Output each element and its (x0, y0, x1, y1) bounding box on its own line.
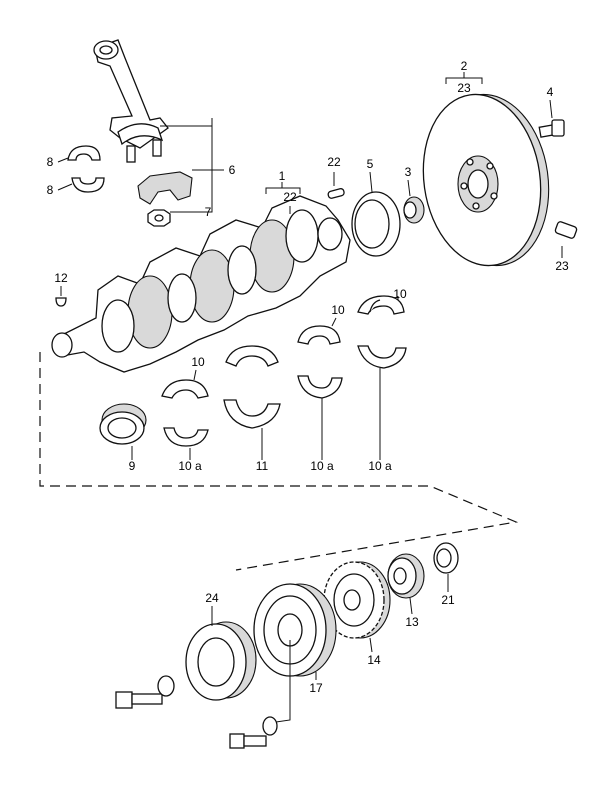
callout-22-crank: 22 (283, 190, 297, 204)
rear-oil-seal (351, 191, 401, 257)
callout-13: 13 (405, 615, 419, 629)
main-bearing-10a-lower-1 (163, 427, 209, 447)
main-bearing-10-upper-4 (369, 299, 381, 313)
callout-17: 17 (309, 681, 323, 695)
callout-10-fourth: 10 (393, 287, 407, 301)
callout-5: 5 (367, 157, 374, 171)
pilot-bearing (403, 196, 425, 224)
callout-14: 14 (367, 653, 381, 667)
flywheel (422, 93, 550, 267)
thrust-bearing-11-upper (225, 345, 279, 367)
callout-10-first: 10 (191, 355, 205, 369)
bearing-shell-8-upper (67, 145, 101, 161)
callout-24: 24 (205, 591, 219, 605)
callout-8-lower: 8 (47, 183, 54, 197)
callout-1: 1 (279, 169, 286, 183)
spacer-washer-21 (433, 542, 459, 574)
callout-7: 7 (205, 205, 212, 219)
callout-21: 21 (441, 593, 455, 607)
timing-gear-14 (323, 561, 391, 639)
pulley-bolt-lower (229, 716, 278, 749)
pulley-bolt-upper (115, 675, 175, 709)
callout-10a-second: 10 a (310, 459, 334, 473)
callout-9: 9 (129, 459, 136, 473)
callout-10a-third: 10 a (368, 459, 392, 473)
callout-8-upper: 8 (47, 155, 54, 169)
main-bearing-10-upper-3 (357, 295, 405, 315)
callout-6: 6 (229, 163, 236, 177)
callout-2: 2 (461, 59, 468, 73)
main-bearing-10-upper-2 (297, 325, 341, 345)
crankshaft-pulley-17 (253, 583, 337, 677)
conrod-nut (147, 209, 171, 227)
callout-23-flywheel: 23 (457, 81, 471, 95)
main-bearing-10a-lower-2 (297, 375, 343, 399)
assembly-axis-line (39, 352, 519, 571)
sprocket-13 (387, 553, 425, 599)
woodruff-key (55, 297, 67, 307)
callout-22-pin: 22 (327, 155, 341, 169)
bearing-shell-8-lower (71, 177, 105, 193)
vibration-damper-24 (185, 621, 257, 701)
main-bearing-10a-lower-3 (357, 345, 407, 369)
callout-11: 11 (256, 459, 269, 473)
main-bearing-10-upper-1 (161, 379, 209, 399)
dowel-pin (554, 221, 578, 239)
crankshaft (51, 195, 351, 373)
callout-3: 3 (405, 165, 412, 179)
connecting-rod (93, 39, 212, 163)
dowel-pin-small (327, 188, 345, 199)
thrust-bearing-11-lower (223, 399, 281, 429)
callout-10-third: 10 (331, 303, 345, 317)
flywheel-bolt (538, 119, 565, 138)
conrod-bearing-cap (137, 171, 193, 205)
callout-10a-first: 10 a (178, 459, 202, 473)
callout-23-dowel: 23 (555, 259, 569, 273)
main-bearing-9 (99, 403, 147, 445)
callout-4: 4 (547, 85, 554, 99)
callout-12: 12 (54, 271, 68, 285)
